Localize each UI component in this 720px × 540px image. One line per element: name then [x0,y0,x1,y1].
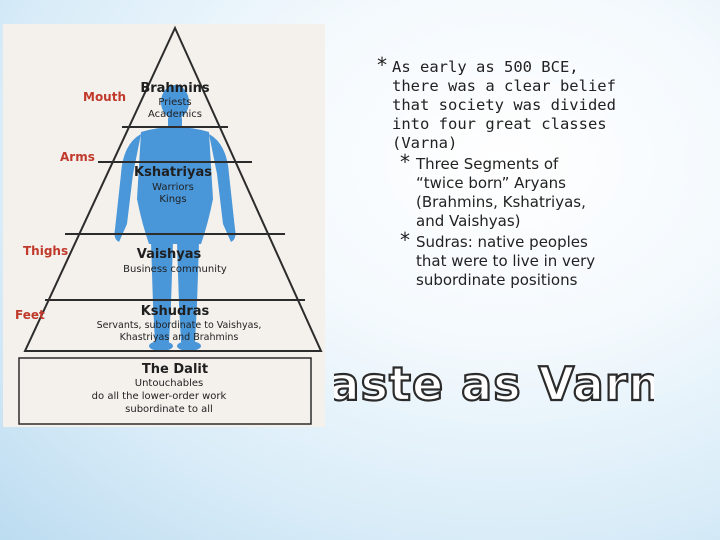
tier-name-dalit: The Dalit [142,362,208,377]
bullet-main-line: As early as 500 BCE, [392,58,579,76]
pyramid-outline [18,25,323,425]
bullet-star-icon: * [376,53,389,77]
sub-bullet-line: Three Segments of [416,155,559,173]
sub-bullet-line: (Brahmins, Kshatriyas, [416,193,586,211]
sub-bullet-line: that were to live in very [416,252,596,270]
tier-desc-dalit-3: subordinate to all [125,404,213,415]
tier-name-vaishyas: Vaishyas [137,247,202,262]
sub-bullet-line: Sudras: native peoples [416,233,588,251]
tier-desc-brahmins-2: Academics [148,109,202,120]
tier-desc-dalit-1: Untouchables [135,378,204,389]
sub-bullet-line: and Vaishyas) [416,212,521,230]
bullet-star-icon: * [400,150,410,174]
bullet-list: * As early as 500 BCE, there was a clear… [372,53,662,290]
body-part-arms: Arms [60,150,95,164]
tier-name-kshudras: Kshudras [141,304,210,319]
pyramid-diagram: Mouth Arms Thighs Feet Brahmins Priests … [15,25,323,425]
tier-name-brahmins: Brahmins [140,81,210,96]
bullet-main-line: (Varna) [392,134,458,152]
tier-desc-kshatriyas-1: Warriors [152,182,194,193]
tier-desc-brahmins-1: Priests [158,97,191,108]
sub-bullet-sudras: * Sudras: native peoples that were to li… [396,228,662,290]
tier-desc-dalit-2: do all the lower-order work [92,391,227,402]
body-part-feet: Feet [15,308,45,322]
varna-pyramid-image: Mouth Arms Thighs Feet Brahmins Priests … [3,24,325,427]
tier-name-kshatriyas: Kshatriyas [134,165,212,180]
tier-desc-kshudras-2: Khastriyas and Brahmins [120,332,239,343]
body-part-mouth: Mouth [83,90,126,104]
bullet-main-line: there was a clear belief [392,77,616,95]
sub-bullet-twice-born: * Three Segments of “twice born” Aryans … [396,150,662,231]
tier-desc-kshudras-1: Servants, subordinate to Vaishyas, [97,320,262,331]
slide-title-text: Caste as Varna [334,357,654,411]
tier-desc-kshatriyas-2: Kings [159,194,186,205]
slide-title: Caste as Varna [293,348,695,418]
bullet-main-line: into four great classes [392,115,607,133]
tier-desc-vaishyas-1: Business community [123,264,227,275]
bullet-star-icon: * [400,228,410,252]
bullet-main-line: that society was divided [392,96,616,114]
body-part-thighs: Thighs [23,244,68,258]
bullet-main: * As early as 500 BCE, there was a clear… [372,53,662,153]
sub-bullet-line: subordinate positions [416,271,578,289]
sub-bullet-line: “twice born” Aryans [416,174,566,192]
